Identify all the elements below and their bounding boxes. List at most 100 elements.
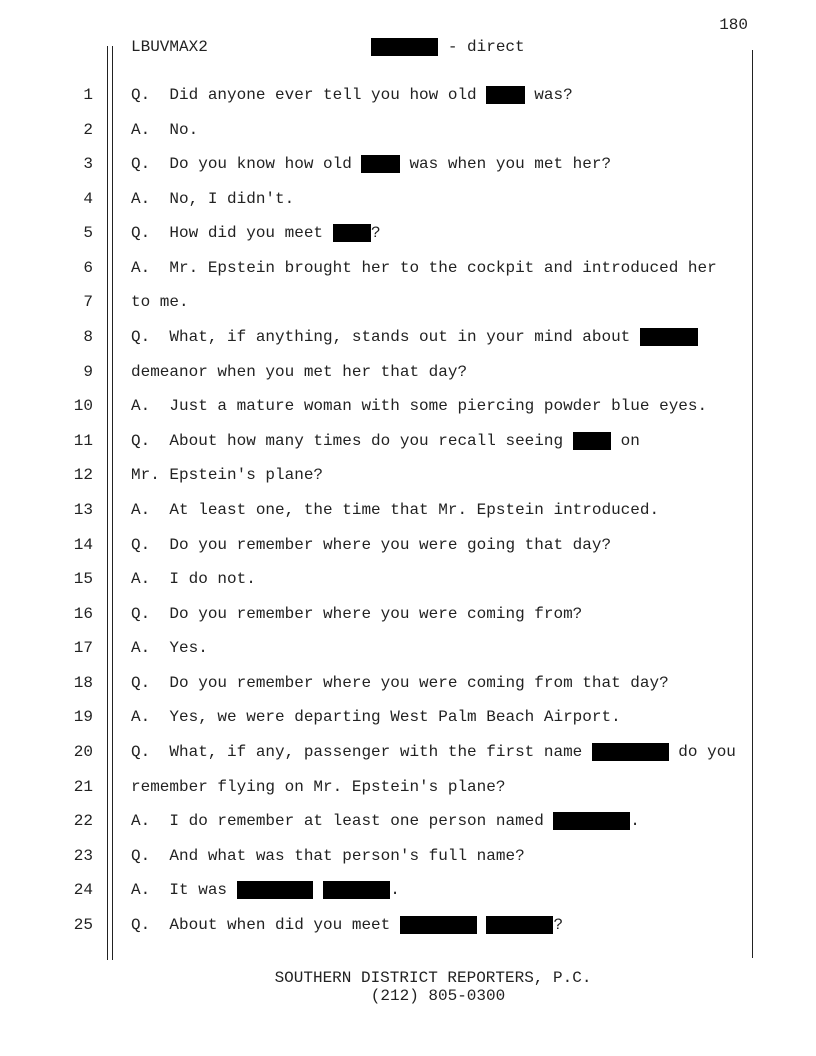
line-number: 13 — [73, 500, 93, 519]
line-text: Q. And what was that person's full name? — [131, 846, 525, 865]
line-number: 23 — [73, 846, 93, 865]
line-number: 4 — [83, 189, 93, 208]
line-text: A. No, I didn't. — [131, 189, 295, 208]
redaction-block — [361, 155, 400, 174]
line-text: remember flying on Mr. Epstein's plane? — [131, 777, 506, 796]
line-text: Q. About how many times do you recall se… — [131, 431, 573, 450]
line-text: A. Yes. — [131, 639, 208, 658]
line-text — [477, 916, 487, 934]
transcript-line: A. I do remember at least one person nam… — [131, 811, 640, 831]
transcript-line: remember flying on Mr. Epstein's plane? — [131, 777, 505, 797]
line-number: 12 — [73, 466, 93, 485]
line-number: 24 — [73, 881, 93, 900]
line-number: 21 — [73, 777, 93, 796]
transcript-line: Q. What, if any, passenger with the firs… — [131, 742, 736, 762]
transcript-line: Q. About when did you meet ? — [131, 915, 563, 935]
line-text: A. At least one, the time that Mr. Epste… — [131, 500, 660, 519]
line-text — [313, 881, 323, 899]
transcript-line: Q. Do you remember where you were coming… — [131, 604, 582, 624]
line-number: 2 — [83, 120, 93, 139]
transcript-line: Q. Do you remember where you were coming… — [131, 673, 669, 693]
line-text: Q. Did anyone ever tell you how old — [131, 86, 487, 104]
transcript-line: A. Mr. Epstein brought her to the cockpi… — [131, 258, 717, 278]
line-number: 6 — [83, 258, 93, 277]
line-number: 17 — [73, 639, 93, 658]
transcript-line: A. At least one, the time that Mr. Epste… — [131, 500, 659, 520]
line-number: 22 — [73, 812, 93, 831]
line-text: Q. About when did you meet — [131, 915, 400, 934]
line-text: Q. Do you remember where you were coming… — [131, 673, 669, 692]
redaction-block — [236, 881, 314, 900]
line-number: 19 — [73, 708, 93, 727]
line-text: A. It was — [131, 881, 237, 900]
transcript-line: A. No. — [131, 120, 198, 140]
line-number: 15 — [73, 570, 93, 589]
transcript-line: Q. About how many times do you recall se… — [131, 431, 640, 451]
line-number: 8 — [83, 328, 93, 347]
redaction-block — [323, 881, 391, 900]
line-text: A. I do remember at least one person nam… — [131, 812, 554, 831]
line-number: 16 — [73, 604, 93, 623]
transcript-line: A. Just a mature woman with some piercin… — [131, 396, 707, 416]
redaction-block — [639, 328, 698, 347]
transcript-line: A. It was . — [131, 880, 400, 900]
header-title: - direct — [371, 37, 525, 57]
line-text: was when you met her? — [399, 155, 612, 174]
line-number: 14 — [73, 535, 93, 554]
transcript-line: Q. Did anyone ever tell you how old was? — [131, 85, 573, 105]
line-text: ? — [553, 915, 564, 934]
redaction-block — [399, 915, 477, 934]
line-text: to me. — [131, 293, 189, 312]
header-case-code: LBUVMAX2 — [131, 38, 208, 56]
transcript-line: A. Yes. — [131, 638, 208, 658]
line-text: A. Just a mature woman with some piercin… — [131, 397, 708, 416]
line-number: 25 — [73, 915, 93, 934]
redaction-block — [486, 86, 525, 104]
line-text: Q. What, if anything, stands out in your… — [131, 328, 640, 347]
line-number: 20 — [73, 743, 93, 762]
line-text: on — [611, 431, 640, 450]
line-number: 18 — [73, 673, 93, 692]
redaction-block — [591, 743, 669, 762]
transcript-line: to me. — [131, 292, 189, 312]
line-number: 1 — [83, 86, 93, 104]
line-text: Mr. Epstein's plane? — [131, 466, 324, 485]
redaction-block — [371, 38, 439, 56]
line-text: do you — [668, 743, 736, 762]
line-number: 7 — [83, 293, 93, 312]
page-number: 180 — [719, 16, 748, 34]
line-number: 9 — [83, 362, 93, 381]
line-text: Q. Do you remember where you were coming… — [131, 604, 583, 623]
line-text: A. Mr. Epstein brought her to the cockpi… — [131, 258, 717, 277]
line-text: . — [390, 881, 400, 900]
line-text: A. No. — [131, 120, 199, 139]
line-text: Q. What, if any, passenger with the firs… — [131, 743, 592, 762]
line-text: A. Yes, we were departing West Palm Beac… — [131, 708, 621, 727]
line-text: demeanor when you met her that day? — [131, 362, 468, 381]
transcript-line: A. Yes, we were departing West Palm Beac… — [131, 707, 621, 727]
transcript-line: Mr. Epstein's plane? — [131, 465, 323, 485]
footer-reporter: SOUTHERN DISTRICT REPORTERS, P.C. — [274, 969, 592, 987]
left-margin-rule-inner — [112, 46, 113, 960]
line-text: Q. Do you remember where you were going … — [131, 535, 612, 554]
line-text: ? — [371, 224, 381, 243]
right-margin-rule — [752, 50, 753, 958]
left-margin-rule — [107, 46, 108, 960]
line-text: . — [630, 812, 640, 831]
transcript-line: A. I do not. — [131, 569, 256, 589]
line-number: 3 — [83, 155, 93, 174]
redaction-block — [332, 224, 372, 243]
transcript-line: Q. Do you remember where you were going … — [131, 535, 611, 555]
redaction-block — [572, 431, 612, 450]
transcript-line: A. No, I didn't. — [131, 189, 294, 209]
line-number: 10 — [73, 397, 93, 416]
redaction-block — [486, 915, 554, 934]
line-text: was? — [524, 86, 573, 104]
footer-phone: (212) 805-0300 — [370, 987, 506, 1005]
redaction-block — [553, 812, 631, 831]
transcript-line: Q. Do you know how old was when you met … — [131, 154, 611, 174]
transcript-line: Q. How did you meet ? — [131, 223, 381, 243]
transcript-line: demeanor when you met her that day? — [131, 362, 467, 382]
line-text: Q. How did you meet — [131, 224, 333, 243]
transcript-line: Q. What, if anything, stands out in your… — [131, 327, 698, 347]
